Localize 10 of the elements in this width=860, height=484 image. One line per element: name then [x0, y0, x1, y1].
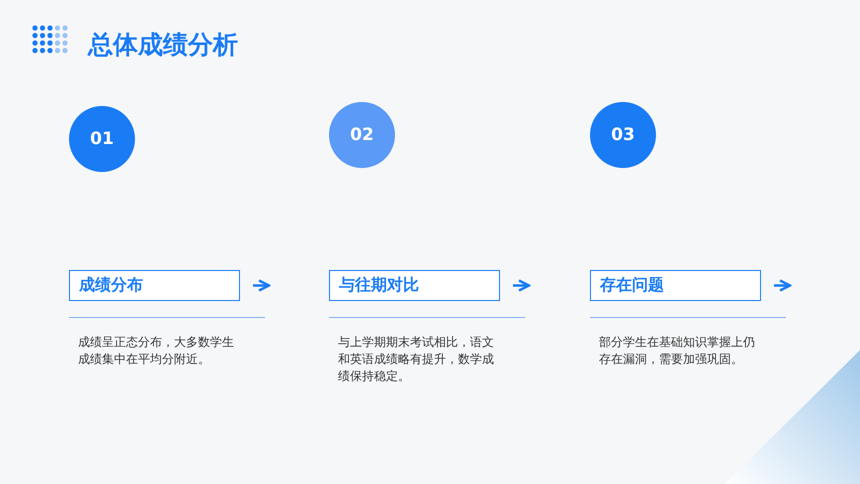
slide-title: 总体成绩分析	[88, 29, 238, 61]
heading-box: 成绩分布	[69, 270, 240, 301]
heading-box: 与往期对比	[329, 270, 500, 301]
number-circle: 03	[590, 102, 656, 168]
body-text: 部分学生在基础知识掌握上仍存在漏洞，需要加强巩固。	[599, 334, 756, 368]
number-circle: 01	[69, 106, 135, 172]
number-circle: 02	[329, 102, 395, 168]
heading-box: 存在问题	[590, 270, 761, 301]
body-text: 成绩呈正态分布，大多数学生成绩集中在平均分附近。	[78, 334, 235, 368]
body-text: 与上学期期末考试相比，语文和英语成绩略有提升，数学成绩保持稳定。	[338, 334, 495, 385]
